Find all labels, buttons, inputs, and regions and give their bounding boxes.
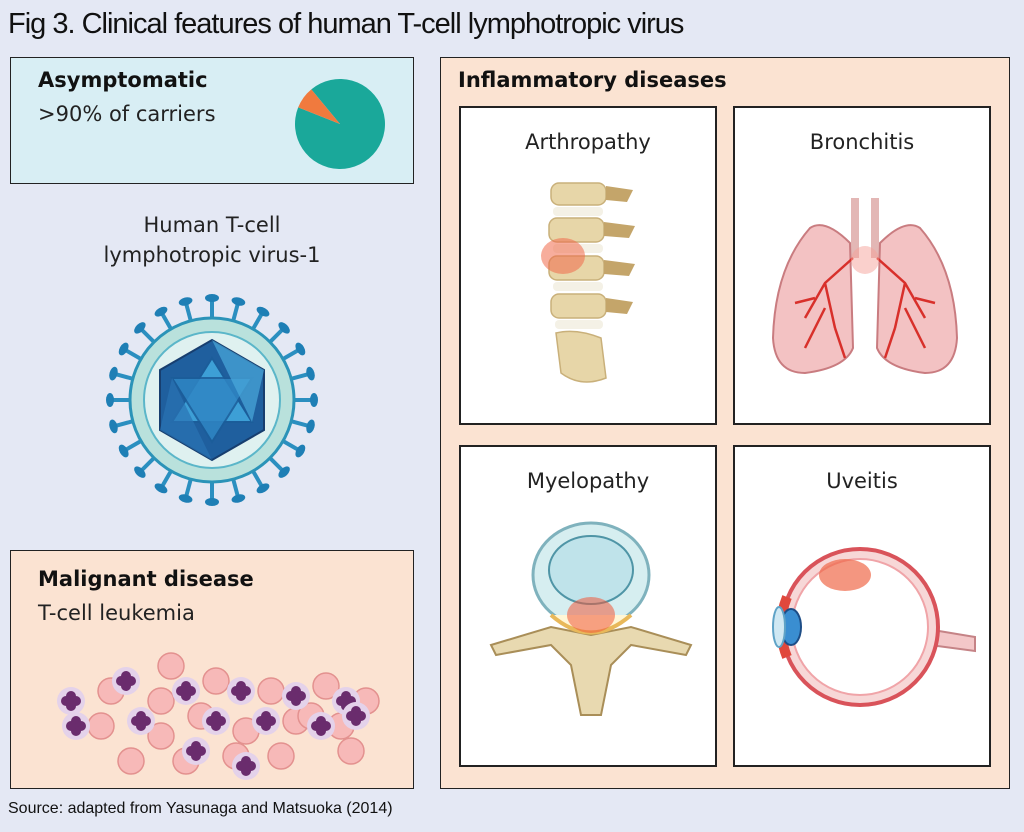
normal-cell xyxy=(157,652,185,680)
normal-cell xyxy=(147,722,175,750)
normal-cell xyxy=(267,742,295,770)
asymptomatic-text: >90% of carriers xyxy=(38,102,216,126)
eye-icon xyxy=(772,547,976,707)
normal-cell xyxy=(147,687,175,715)
asymptomatic-box: Asymptomatic >90% of carriers xyxy=(10,57,414,184)
virus-spike-cap xyxy=(134,322,146,334)
malignant-box: Malignant disease T-cell leukemia xyxy=(10,550,414,789)
panel-uveitis: Uveitis xyxy=(733,445,991,767)
virus-spike-cap xyxy=(154,483,168,494)
asymptomatic-heading: Asymptomatic xyxy=(38,68,208,92)
normal-cell xyxy=(87,712,115,740)
leukemia-cells-icon xyxy=(57,652,380,780)
carrier-pie-icon xyxy=(295,79,385,169)
virus-spike-cap xyxy=(256,306,270,317)
virus-spike-cap xyxy=(306,419,315,434)
virus-spike-cap xyxy=(231,297,246,306)
figure-title: Fig 3. Clinical features of human T-cell… xyxy=(8,8,684,40)
panel-myelopathy: Myelopathy xyxy=(459,445,717,767)
virus-label-line1: Human T-cell xyxy=(143,213,281,237)
virus-label-line2: lymphotropic virus-1 xyxy=(103,243,321,267)
panel-label-bronchitis: Bronchitis xyxy=(809,130,915,154)
virus-spike-cap xyxy=(306,366,315,381)
virus-spike-cap xyxy=(295,342,306,356)
virus-spike-cap xyxy=(205,294,219,302)
virus-spike-cap xyxy=(231,494,246,503)
normal-cell xyxy=(257,677,285,705)
virus-spike-cap xyxy=(154,306,168,317)
leukemia-cell xyxy=(252,707,280,735)
virus-spike-cap xyxy=(256,483,270,494)
panel-bronchitis: Bronchitis xyxy=(733,106,991,425)
panel-label-myelopathy: Myelopathy xyxy=(526,469,650,493)
leukemia-cell xyxy=(172,677,200,705)
virus-spike-cap xyxy=(109,366,118,381)
leukemia-cell xyxy=(127,707,155,735)
virus-spike-cap xyxy=(295,444,306,458)
normal-cell xyxy=(202,667,230,695)
virus-spike-cap xyxy=(278,466,290,478)
virus-spike-cap xyxy=(105,393,114,407)
normal-cell xyxy=(312,672,340,700)
vertebra-icon xyxy=(489,521,693,716)
leukemia-cell xyxy=(182,737,210,765)
normal-cell xyxy=(337,737,365,765)
panel-label-uveitis: Uveitis xyxy=(826,469,898,493)
leukemia-cell xyxy=(202,707,230,735)
virus-spikes xyxy=(105,294,318,506)
malignant-text: T-cell leukemia xyxy=(38,601,195,625)
leukemia-cell xyxy=(307,712,335,740)
source-note: Source: adapted from Yasunaga and Matsuo… xyxy=(8,800,393,817)
panel-label-arthropathy: Arthropathy xyxy=(525,130,651,154)
virus-icon xyxy=(105,294,318,506)
virus-spike-cap xyxy=(178,494,193,503)
malignant-heading: Malignant disease xyxy=(38,567,254,591)
virus-spike-cap xyxy=(310,393,318,407)
virus-spike-cap xyxy=(118,444,129,458)
inflammatory-box: Inflammatory diseases Arthropathy xyxy=(440,57,1010,789)
spine-icon xyxy=(541,182,635,383)
leukemia-cell xyxy=(227,677,255,705)
virus-spike-cap xyxy=(278,322,290,334)
pie-slice-others xyxy=(298,89,340,124)
virus-spike-cap xyxy=(205,498,219,506)
normal-cell xyxy=(117,747,145,775)
leukemia-cell xyxy=(112,667,140,695)
inflammatory-heading: Inflammatory diseases xyxy=(458,68,727,92)
virus-spike-cap xyxy=(118,342,129,356)
leukemia-cell xyxy=(282,682,310,710)
leukemia-cell xyxy=(62,712,90,740)
leukemia-cell xyxy=(232,752,260,780)
leukemia-cell xyxy=(57,687,85,715)
lungs-icon xyxy=(771,198,959,375)
virus-spike-cap xyxy=(134,466,146,478)
virus-spike-cap xyxy=(109,419,118,434)
virus-label: Human T-cell lymphotropic virus-1 xyxy=(10,210,414,270)
leukemia-cell xyxy=(342,702,370,730)
panel-arthropathy: Arthropathy xyxy=(459,106,717,425)
virus-spike-cap xyxy=(178,297,193,306)
